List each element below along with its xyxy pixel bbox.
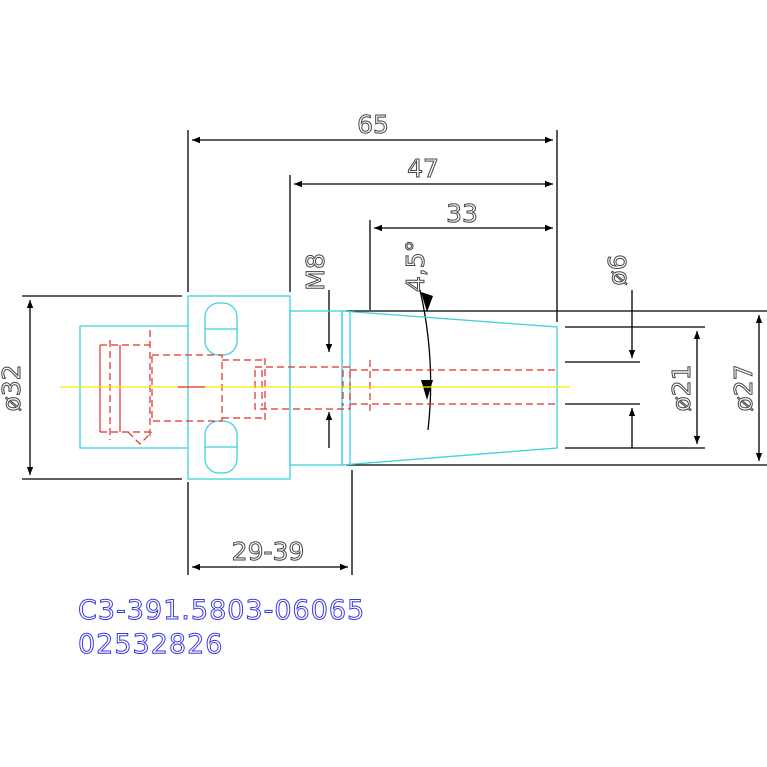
dim-d27-label: ø27 (729, 364, 758, 411)
dim-65-label: 65 (357, 110, 389, 139)
part-code: C3-391.5803-06065 02532826 (78, 595, 365, 661)
dim-d21-label: ø21 (667, 364, 696, 411)
dim-d32-label: ø32 (0, 364, 26, 411)
dim-47-label: 47 (407, 154, 439, 183)
dim-29-39-label: 29-39 (232, 537, 305, 566)
dim-33-label: 33 (446, 199, 478, 228)
dim-d6-label: ø6 (603, 254, 632, 285)
part-code-label: C3-391.5803-06065 (78, 595, 365, 626)
dimension-labels: 65 47 33 29-39 M8 4,5° ø32 ø6 ø21 ø27 (0, 110, 759, 567)
dim-angle-label: 4,5° (401, 240, 430, 292)
hidden-bores (99, 330, 557, 445)
part-number-label: 02532826 (78, 629, 223, 660)
dimension-lines (22, 130, 767, 575)
dim-m8-label: M8 (301, 253, 330, 290)
